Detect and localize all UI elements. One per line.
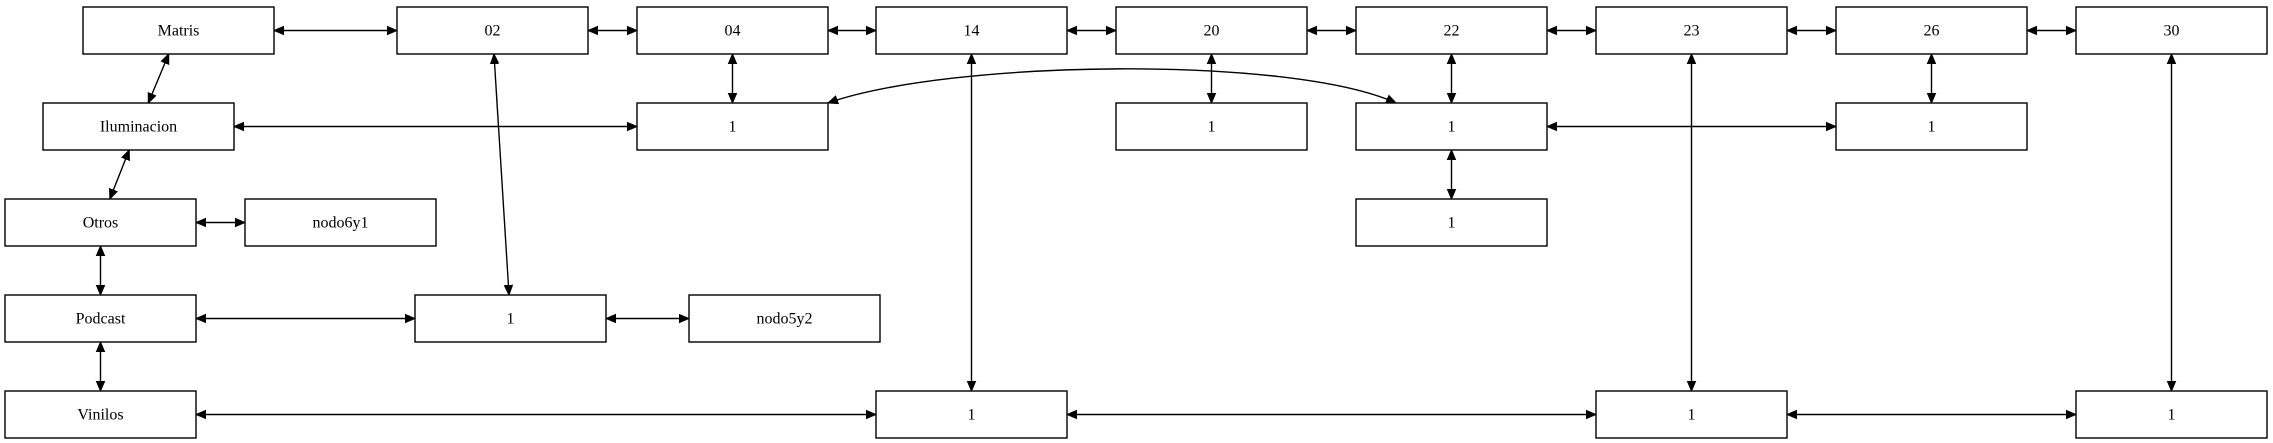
node-box xyxy=(4,294,197,343)
node-label: 26 xyxy=(1924,23,1940,40)
node-label: 22 xyxy=(1444,23,1460,40)
node-label: 20 xyxy=(1204,23,1220,40)
node-iluminacion: Iluminacion xyxy=(42,102,235,151)
edges-layer xyxy=(101,31,2172,415)
node-box xyxy=(4,198,197,247)
node-label: 04 xyxy=(725,23,741,40)
node-label: Otros xyxy=(83,215,119,232)
node-label: Vinilos xyxy=(77,407,123,424)
node-box xyxy=(1595,6,1788,55)
node-cell-vinilos-14: 1 xyxy=(875,390,1068,439)
node-box xyxy=(1835,102,2028,151)
node-label: Iluminacion xyxy=(100,119,177,136)
node-box xyxy=(688,294,881,343)
node-box xyxy=(1355,198,1548,247)
node-box xyxy=(1835,6,2028,55)
node-label: 1 xyxy=(1208,119,1216,136)
node-label: 1 xyxy=(2168,407,2176,424)
node-cell-vinilos-30: 1 xyxy=(2075,390,2268,439)
node-label: 02 xyxy=(485,23,501,40)
node-cell-iluminacion-26: 1 xyxy=(1835,102,2028,151)
node-matris: Matris xyxy=(82,6,275,55)
node-col-26: 26 xyxy=(1835,6,2028,55)
node-label: 1 xyxy=(507,311,515,328)
edge-cell-iluminacion-04-to-cell-iluminacion-22 xyxy=(828,68,1396,103)
node-col-14: 14 xyxy=(875,6,1068,55)
node-col-23: 23 xyxy=(1595,6,1788,55)
node-label: 1 xyxy=(1688,407,1696,424)
node-box xyxy=(1595,390,1788,439)
node-label: 14 xyxy=(964,23,980,40)
node-cell-iluminacion-04: 1 xyxy=(636,102,829,151)
node-cell-iluminacion-22: 1 xyxy=(1355,102,1548,151)
node-label: 1 xyxy=(1928,119,1936,136)
node-box xyxy=(636,102,829,151)
node-box xyxy=(4,390,197,439)
node-col-22: 22 xyxy=(1355,6,1548,55)
node-box xyxy=(636,6,829,55)
node-box xyxy=(244,198,437,247)
node-label: 23 xyxy=(1684,23,1700,40)
node-nodo6y1: nodo6y1 xyxy=(244,198,437,247)
node-label: nodo6y1 xyxy=(313,215,369,232)
node-otros: Otros xyxy=(4,198,197,247)
edge-iluminacion-to-otros xyxy=(110,150,129,199)
node-nodo5y2: nodo5y2 xyxy=(688,294,881,343)
node-box xyxy=(414,294,607,343)
node-label: Matris xyxy=(158,23,200,40)
node-box xyxy=(396,6,589,55)
node-box xyxy=(2075,6,2268,55)
node-label: 1 xyxy=(968,407,976,424)
node-box xyxy=(42,102,235,151)
node-col-02: 02 xyxy=(396,6,589,55)
edge-matris-to-iluminacion xyxy=(147,54,170,103)
node-box xyxy=(1115,6,1308,55)
node-box xyxy=(875,390,1068,439)
edge-col-02-to-cell-podcast-02 xyxy=(494,54,509,295)
node-col-30: 30 xyxy=(2075,6,2268,55)
node-vinilos: Vinilos xyxy=(4,390,197,439)
node-box xyxy=(1115,102,1308,151)
node-cell-podcast-02: 1 xyxy=(414,294,607,343)
node-box xyxy=(1355,102,1548,151)
node-box xyxy=(82,6,275,55)
node-cell-iluminacion-20: 1 xyxy=(1115,102,1308,151)
node-col-04: 04 xyxy=(636,6,829,55)
node-cell-vinilos-23: 1 xyxy=(1595,390,1788,439)
node-label: Podcast xyxy=(76,311,126,328)
node-label: nodo5y2 xyxy=(757,311,813,328)
node-label: 30 xyxy=(2164,23,2180,40)
node-label: 1 xyxy=(729,119,737,136)
node-col-20: 20 xyxy=(1115,6,1308,55)
node-box xyxy=(1355,6,1548,55)
node-box xyxy=(875,6,1068,55)
node-label: 1 xyxy=(1448,119,1456,136)
node-podcast: Podcast xyxy=(4,294,197,343)
node-cell-otros-22: 1 xyxy=(1355,198,1548,247)
node-box xyxy=(2075,390,2268,439)
node-label: 1 xyxy=(1448,215,1456,232)
